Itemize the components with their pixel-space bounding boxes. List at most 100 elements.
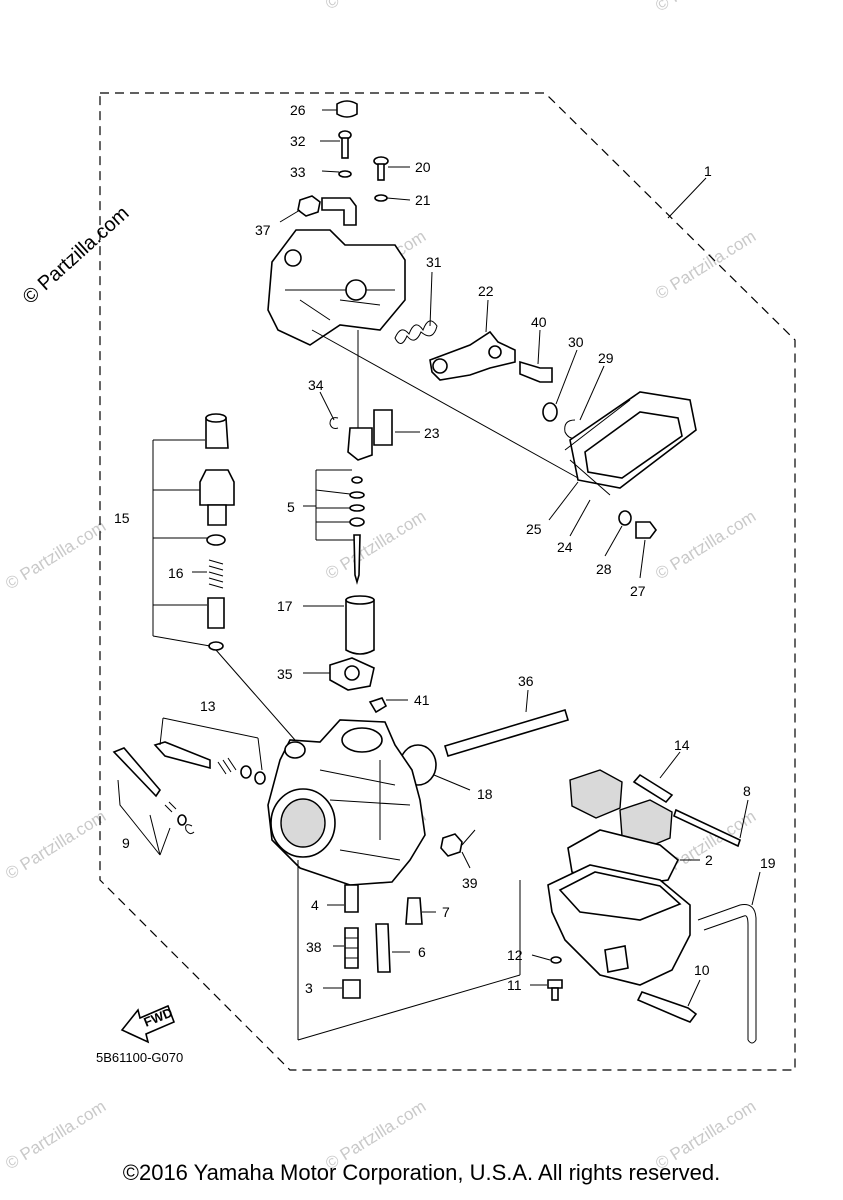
leader-18 [433,774,471,791]
leader-21 [386,197,411,201]
screw-shank-part [377,163,385,181]
callout-35: 35 [277,666,293,682]
plunger-part [207,597,225,629]
top-cover-body [267,229,406,346]
float-chamber-group [547,769,757,1044]
gasket-outline [564,399,631,496]
starter-plunger-group [152,413,296,741]
float-pin-part [673,808,741,848]
leader-33 [321,170,340,173]
callout-14: 14 [674,737,690,753]
screw-part [519,360,553,383]
leader-22 [485,299,489,333]
assembly-boundary [99,92,796,1071]
callout-29: 29 [598,350,614,366]
drain-hose-part [697,904,757,1040]
top-cover-group [267,100,697,539]
callout-bracket-15 [152,439,211,647]
callout-6: 6 [418,944,426,960]
pilot-screw-part [153,741,211,770]
float-bowl-rim [558,871,682,921]
callout-22: 22 [478,283,494,299]
spring-part [164,801,177,813]
drain-screw-part [636,991,698,1023]
callout-16: 16 [168,565,184,581]
copyright-notice: ©2016 Yamaha Motor Corporation, U.S.A. A… [122,1160,721,1185]
screw-part [635,521,657,539]
slide-bore-top [341,727,383,753]
leader-14 [659,751,681,779]
callout-41: 41 [414,692,430,708]
callout-37: 37 [255,222,271,238]
shaft-part [444,709,569,757]
clip-part [351,476,363,484]
carburetor-body-group [112,717,463,886]
fwd-arrow: FWD [120,1005,176,1044]
screw-shank-part [551,987,559,1001]
o-ring-part [208,641,224,651]
callout-2: 2 [705,852,713,868]
leader-36 [525,689,529,713]
cover-plate-inner [584,411,683,479]
washer-part [338,170,352,178]
washer-part [349,504,365,512]
watermark-text: © Partzilla.com [322,507,429,584]
starter-jet-part [375,923,391,973]
starter-cap-top [205,413,227,423]
callout-31: 31 [426,254,442,270]
gasket-hole [344,665,360,681]
callout-9: 9 [122,835,130,851]
washer-part [240,765,252,779]
float-part [569,769,623,819]
callout-labels: 26 32 33 20 21 37 31 22 40 30 29 1 34 23… [114,102,776,996]
needle-slide-group [329,409,569,786]
assembly-leader-lines [297,860,521,1041]
starter-thread-part [207,504,227,526]
callout-33: 33 [290,164,306,180]
callout-38: 38 [306,939,322,955]
callout-36: 36 [518,673,534,689]
cap-part [336,100,358,118]
callout-3: 3 [305,980,313,996]
washer-part [177,814,187,826]
callout-4: 4 [311,897,319,913]
callout-19: 19 [760,855,776,871]
callout-13: 13 [200,698,216,714]
callout-25: 25 [526,521,542,537]
leader-39 [461,829,476,869]
leader-34 [319,391,335,421]
throttle-valve-part [345,599,375,655]
leader-29 [579,365,605,421]
starter-port [284,741,306,759]
fitting-part [321,197,357,226]
venturi-inner [280,798,326,848]
callout-28: 28 [596,561,612,577]
callout-17: 17 [277,598,293,614]
o-ring-part [185,824,195,835]
drain-hose-end [747,1039,757,1044]
spring-part [394,320,438,344]
cover-detail-lines [285,289,395,321]
callout-11: 11 [507,977,522,993]
leader-10 [687,979,701,1007]
leader-30 [555,349,578,405]
screw-part [368,697,388,714]
throttle-lever-part [429,330,516,381]
watermark-text: © Partzilla.com [2,517,109,594]
callout-15: 15 [114,510,130,526]
bowl-drain-boss [604,945,629,973]
callout-8: 8 [743,783,751,799]
nozzle-detail-lines [345,937,358,959]
side-watermark: © Partzilla.com [19,202,134,309]
leader-40 [537,329,541,365]
washer-part [374,194,388,202]
washer-part [542,402,558,422]
callout-10: 10 [694,962,710,978]
o-ring-part [254,771,266,785]
float-hinge-part [632,773,674,804]
o-ring-part [206,534,226,546]
callout-34: 34 [308,377,324,393]
leader-27 [639,539,646,579]
pilot-jet-part [405,897,423,925]
spring-part [217,757,237,775]
